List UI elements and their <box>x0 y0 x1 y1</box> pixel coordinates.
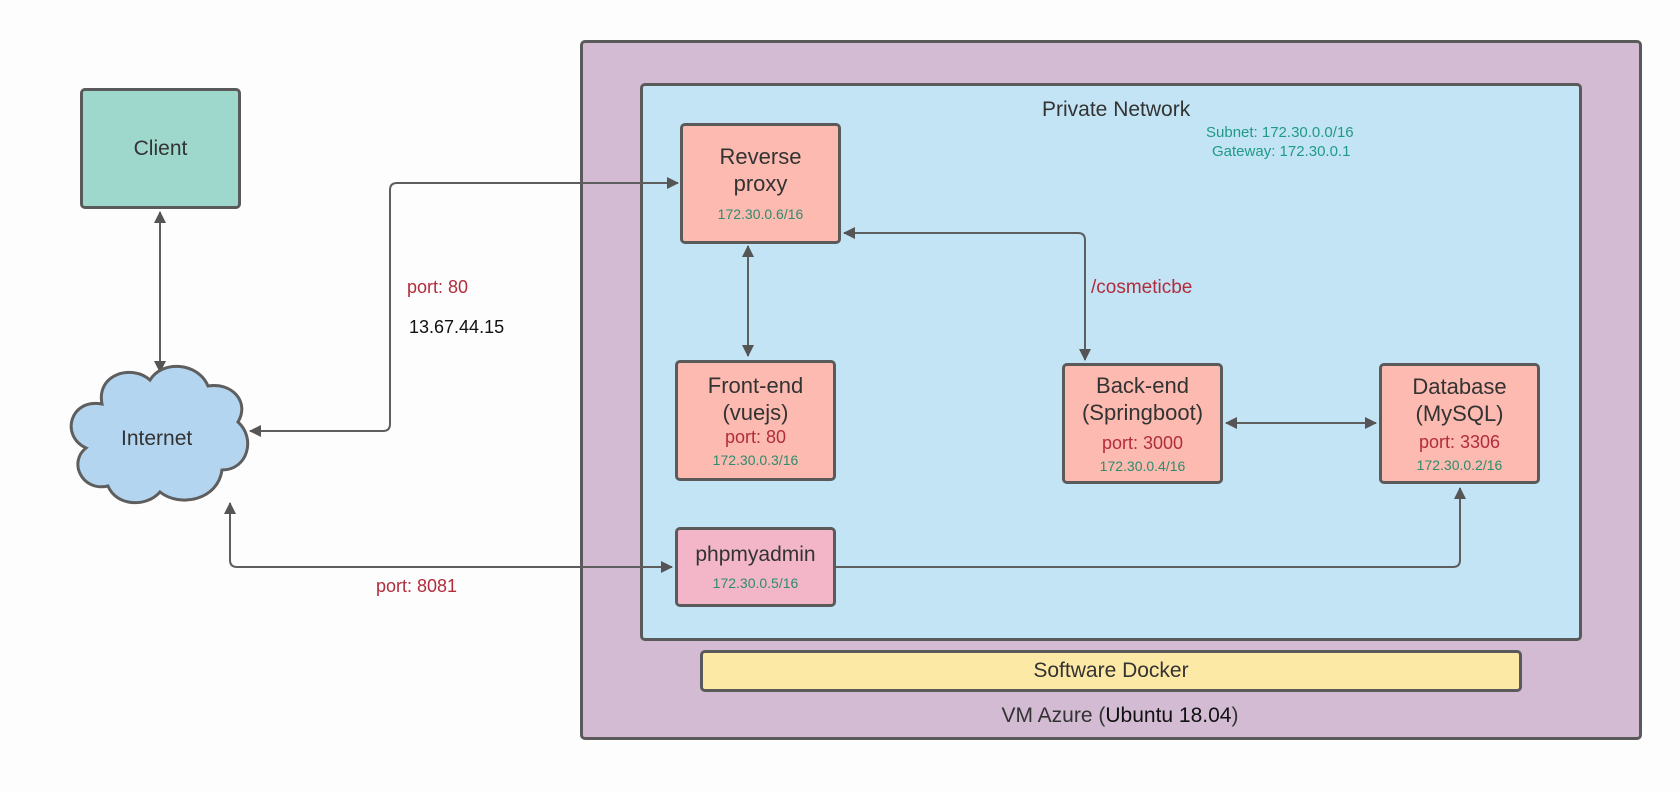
database-ip: 172.30.0.2/16 <box>1416 456 1503 473</box>
reverse-proxy-title-2: proxy <box>733 171 788 196</box>
client-node: Client <box>80 88 241 209</box>
frontend-port: port: 80 <box>724 426 787 447</box>
phpmyadmin-database-connector <box>836 487 1466 568</box>
public-ip-label: 13.67.44.15 <box>409 317 505 337</box>
client-label: Client <box>133 136 188 160</box>
internet-phpmyadmin-connector <box>224 502 673 573</box>
database-title-1: Database <box>1412 373 1507 399</box>
phpmyadmin-port-label: port: 8081 <box>376 576 458 596</box>
database-port: port: 3306 <box>1418 431 1501 452</box>
vm-label-prefix: VM Azure ( <box>1001 704 1106 727</box>
gateway-label: Gateway: 172.30.0.1 <box>1212 143 1351 160</box>
frontend-node: Front-end (vuejs) port: 80 172.30.0.3/16 <box>675 360 836 481</box>
database-title-2: (MySQL) <box>1415 400 1504 426</box>
internet-label: Internet <box>121 427 193 450</box>
internet-port-label: port: 80 <box>407 277 469 297</box>
reverse-proxy-node: Reverse proxy 172.30.0.6/16 <box>680 123 841 244</box>
backend-title-2: (Springboot) <box>1081 399 1204 425</box>
reverse-proxy-ip: 172.30.0.6/16 <box>717 206 804 222</box>
internet-cloud-shape <box>69 365 250 505</box>
proxy-backend-connector <box>843 227 1091 361</box>
phpmyadmin-ip: 172.30.0.5/16 <box>712 575 799 591</box>
frontend-title-1: Front-end <box>707 372 804 398</box>
phpmyadmin-node: phpmyadmin 172.30.0.5/16 <box>675 527 836 607</box>
frontend-ip: 172.30.0.3/16 <box>712 451 799 468</box>
backend-title-1: Back-end <box>1096 372 1189 398</box>
software-docker-label: Software Docker <box>1033 659 1189 682</box>
database-node: Database (MySQL) port: 3306 172.30.0.2/1… <box>1379 363 1540 484</box>
frontend-title-2: (vuejs) <box>722 399 789 425</box>
backend-path-label: /cosmeticbe <box>1091 277 1193 298</box>
private-network-title: Private Network <box>1042 98 1191 121</box>
phpmyadmin-title: phpmyadmin <box>695 543 816 566</box>
vm-os: Ubuntu 18.04 <box>1105 704 1232 727</box>
backend-ip: 172.30.0.4/16 <box>1099 457 1186 474</box>
vm-label: VM Azure (Ubuntu 18.04) <box>0 704 1680 728</box>
vm-label-suffix: ) <box>1231 704 1239 727</box>
software-docker-bar: Software Docker <box>700 650 1522 692</box>
reverse-proxy-title-1: Reverse <box>719 144 802 169</box>
backend-port: port: 3000 <box>1101 432 1184 453</box>
subnet-label: Subnet: 172.30.0.0/16 <box>1206 124 1354 141</box>
backend-node: Back-end (Springboot) port: 3000 172.30.… <box>1062 363 1223 484</box>
internet-proxy-connector <box>249 177 679 437</box>
